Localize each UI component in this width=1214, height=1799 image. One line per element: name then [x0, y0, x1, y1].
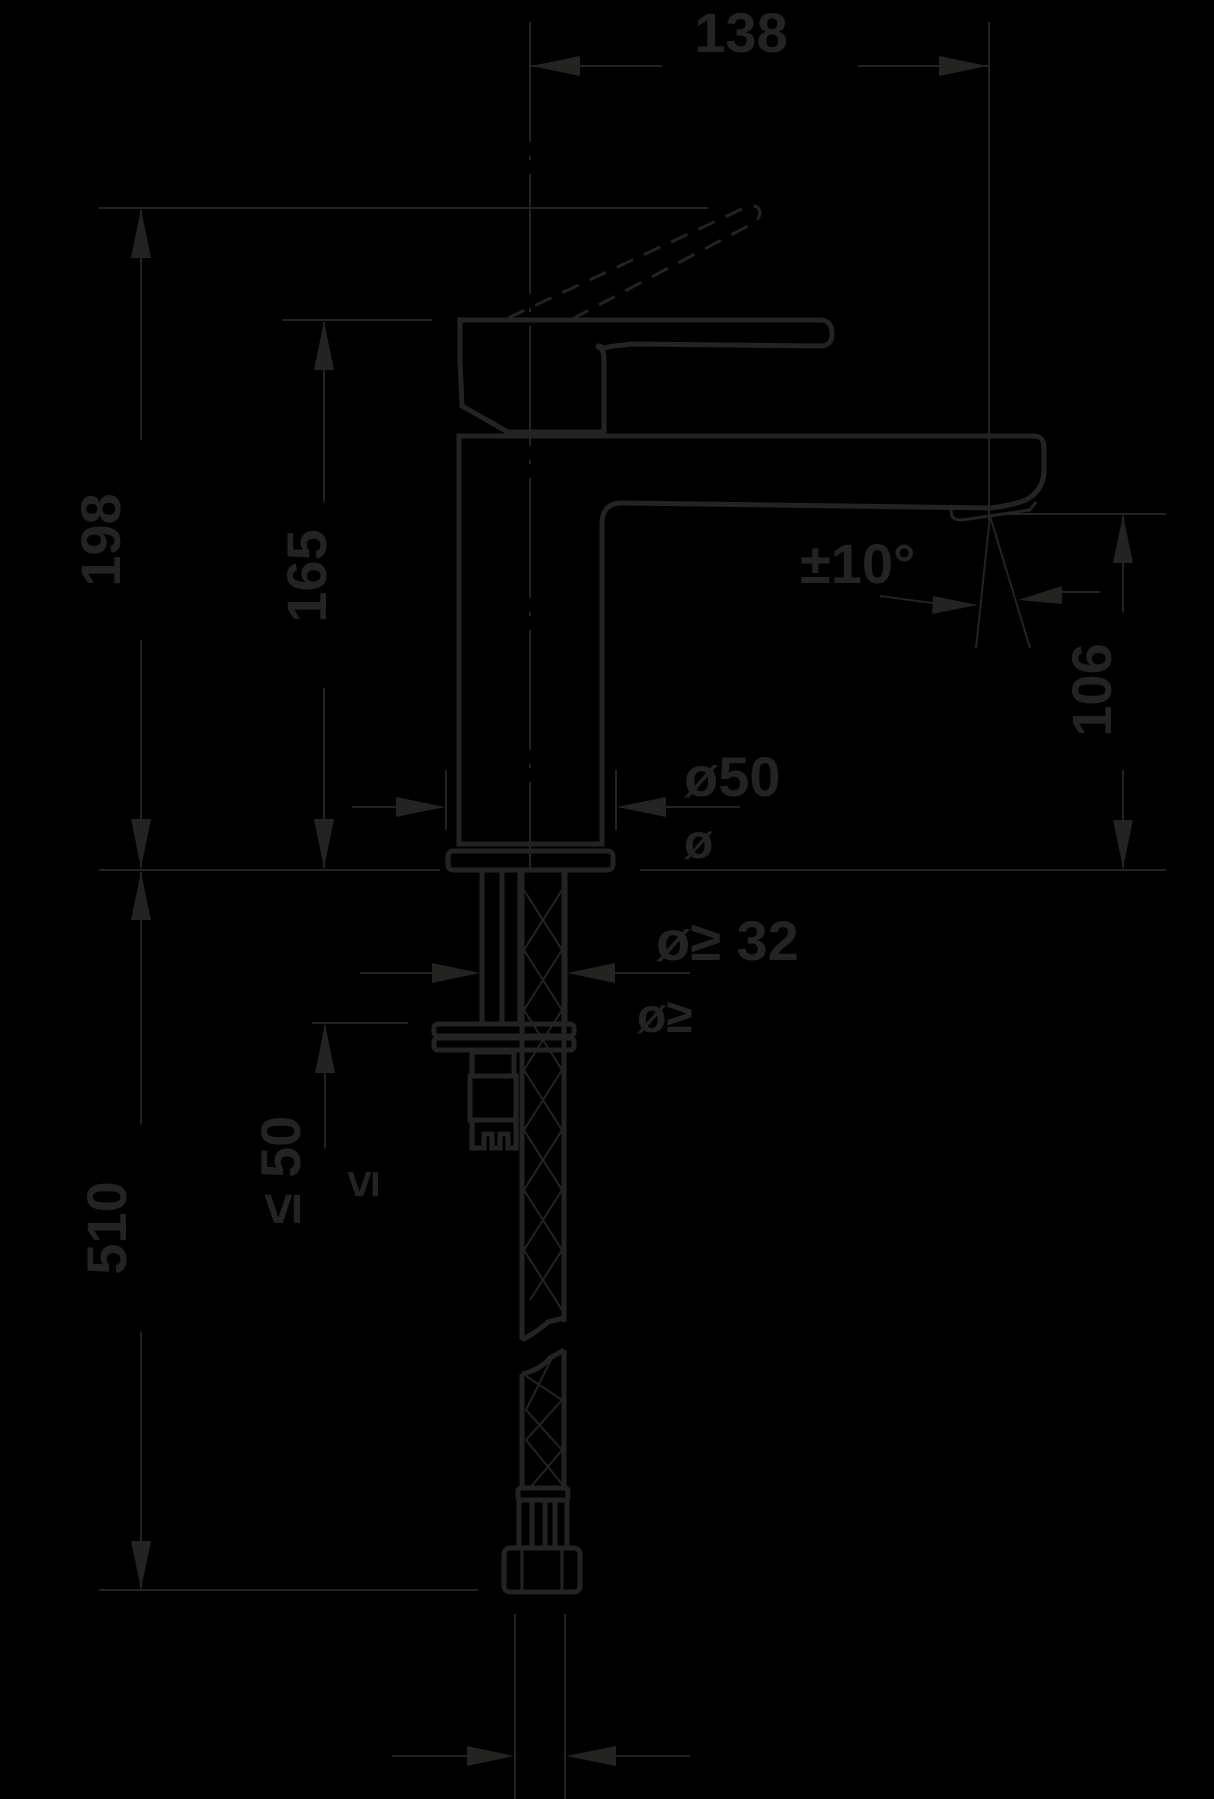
hose-nut [501, 1485, 583, 1595]
label-106: 106 [1060, 643, 1123, 736]
label-510: 510 [75, 1181, 138, 1274]
label-198: 198 [69, 493, 132, 586]
spout-aerator [948, 501, 1038, 522]
label-deck-thickness: ≤ 50 [249, 1116, 312, 1225]
label-body-diameter-symbol: ø [684, 816, 714, 869]
dim-hose-length: 510 [75, 872, 478, 1591]
label-deck-thickness-symbol: ≤ [336, 1171, 389, 1197]
dim-body-diameter: ø50 ø [352, 745, 781, 869]
dim-connection-width [392, 1614, 690, 1799]
label-138: 138 [694, 1, 787, 64]
base-plate [445, 848, 616, 873]
label-body-diameter: ø50 [684, 745, 781, 808]
fixing-washer [431, 1021, 577, 1053]
label-tap-hole: ø≥ 32 [656, 909, 799, 972]
dim-total-height: 198 [69, 207, 708, 868]
label-tap-hole-symbol: ø≥ [637, 990, 693, 1043]
braided-hose [519, 872, 567, 1489]
dim-outlet-height: 106 [1000, 513, 1166, 868]
label-165: 165 [275, 529, 338, 622]
mixer-body-spout [456, 433, 1047, 847]
dim-deck-thickness: ≤ 50 ≤ [249, 1022, 408, 1225]
dim-spout-projection: 138 [530, 1, 990, 520]
lever [457, 317, 835, 435]
fixing-rod [467, 1049, 519, 1151]
dim-tap-hole: ø≥ 32 ø≥ [360, 909, 799, 1043]
lever-raised-outline [507, 204, 762, 320]
label-swivel-angle: ±10° [800, 532, 915, 595]
dim-body-height: 165 [275, 319, 432, 868]
swivel-angle-annotation: ±10° [800, 515, 1100, 649]
